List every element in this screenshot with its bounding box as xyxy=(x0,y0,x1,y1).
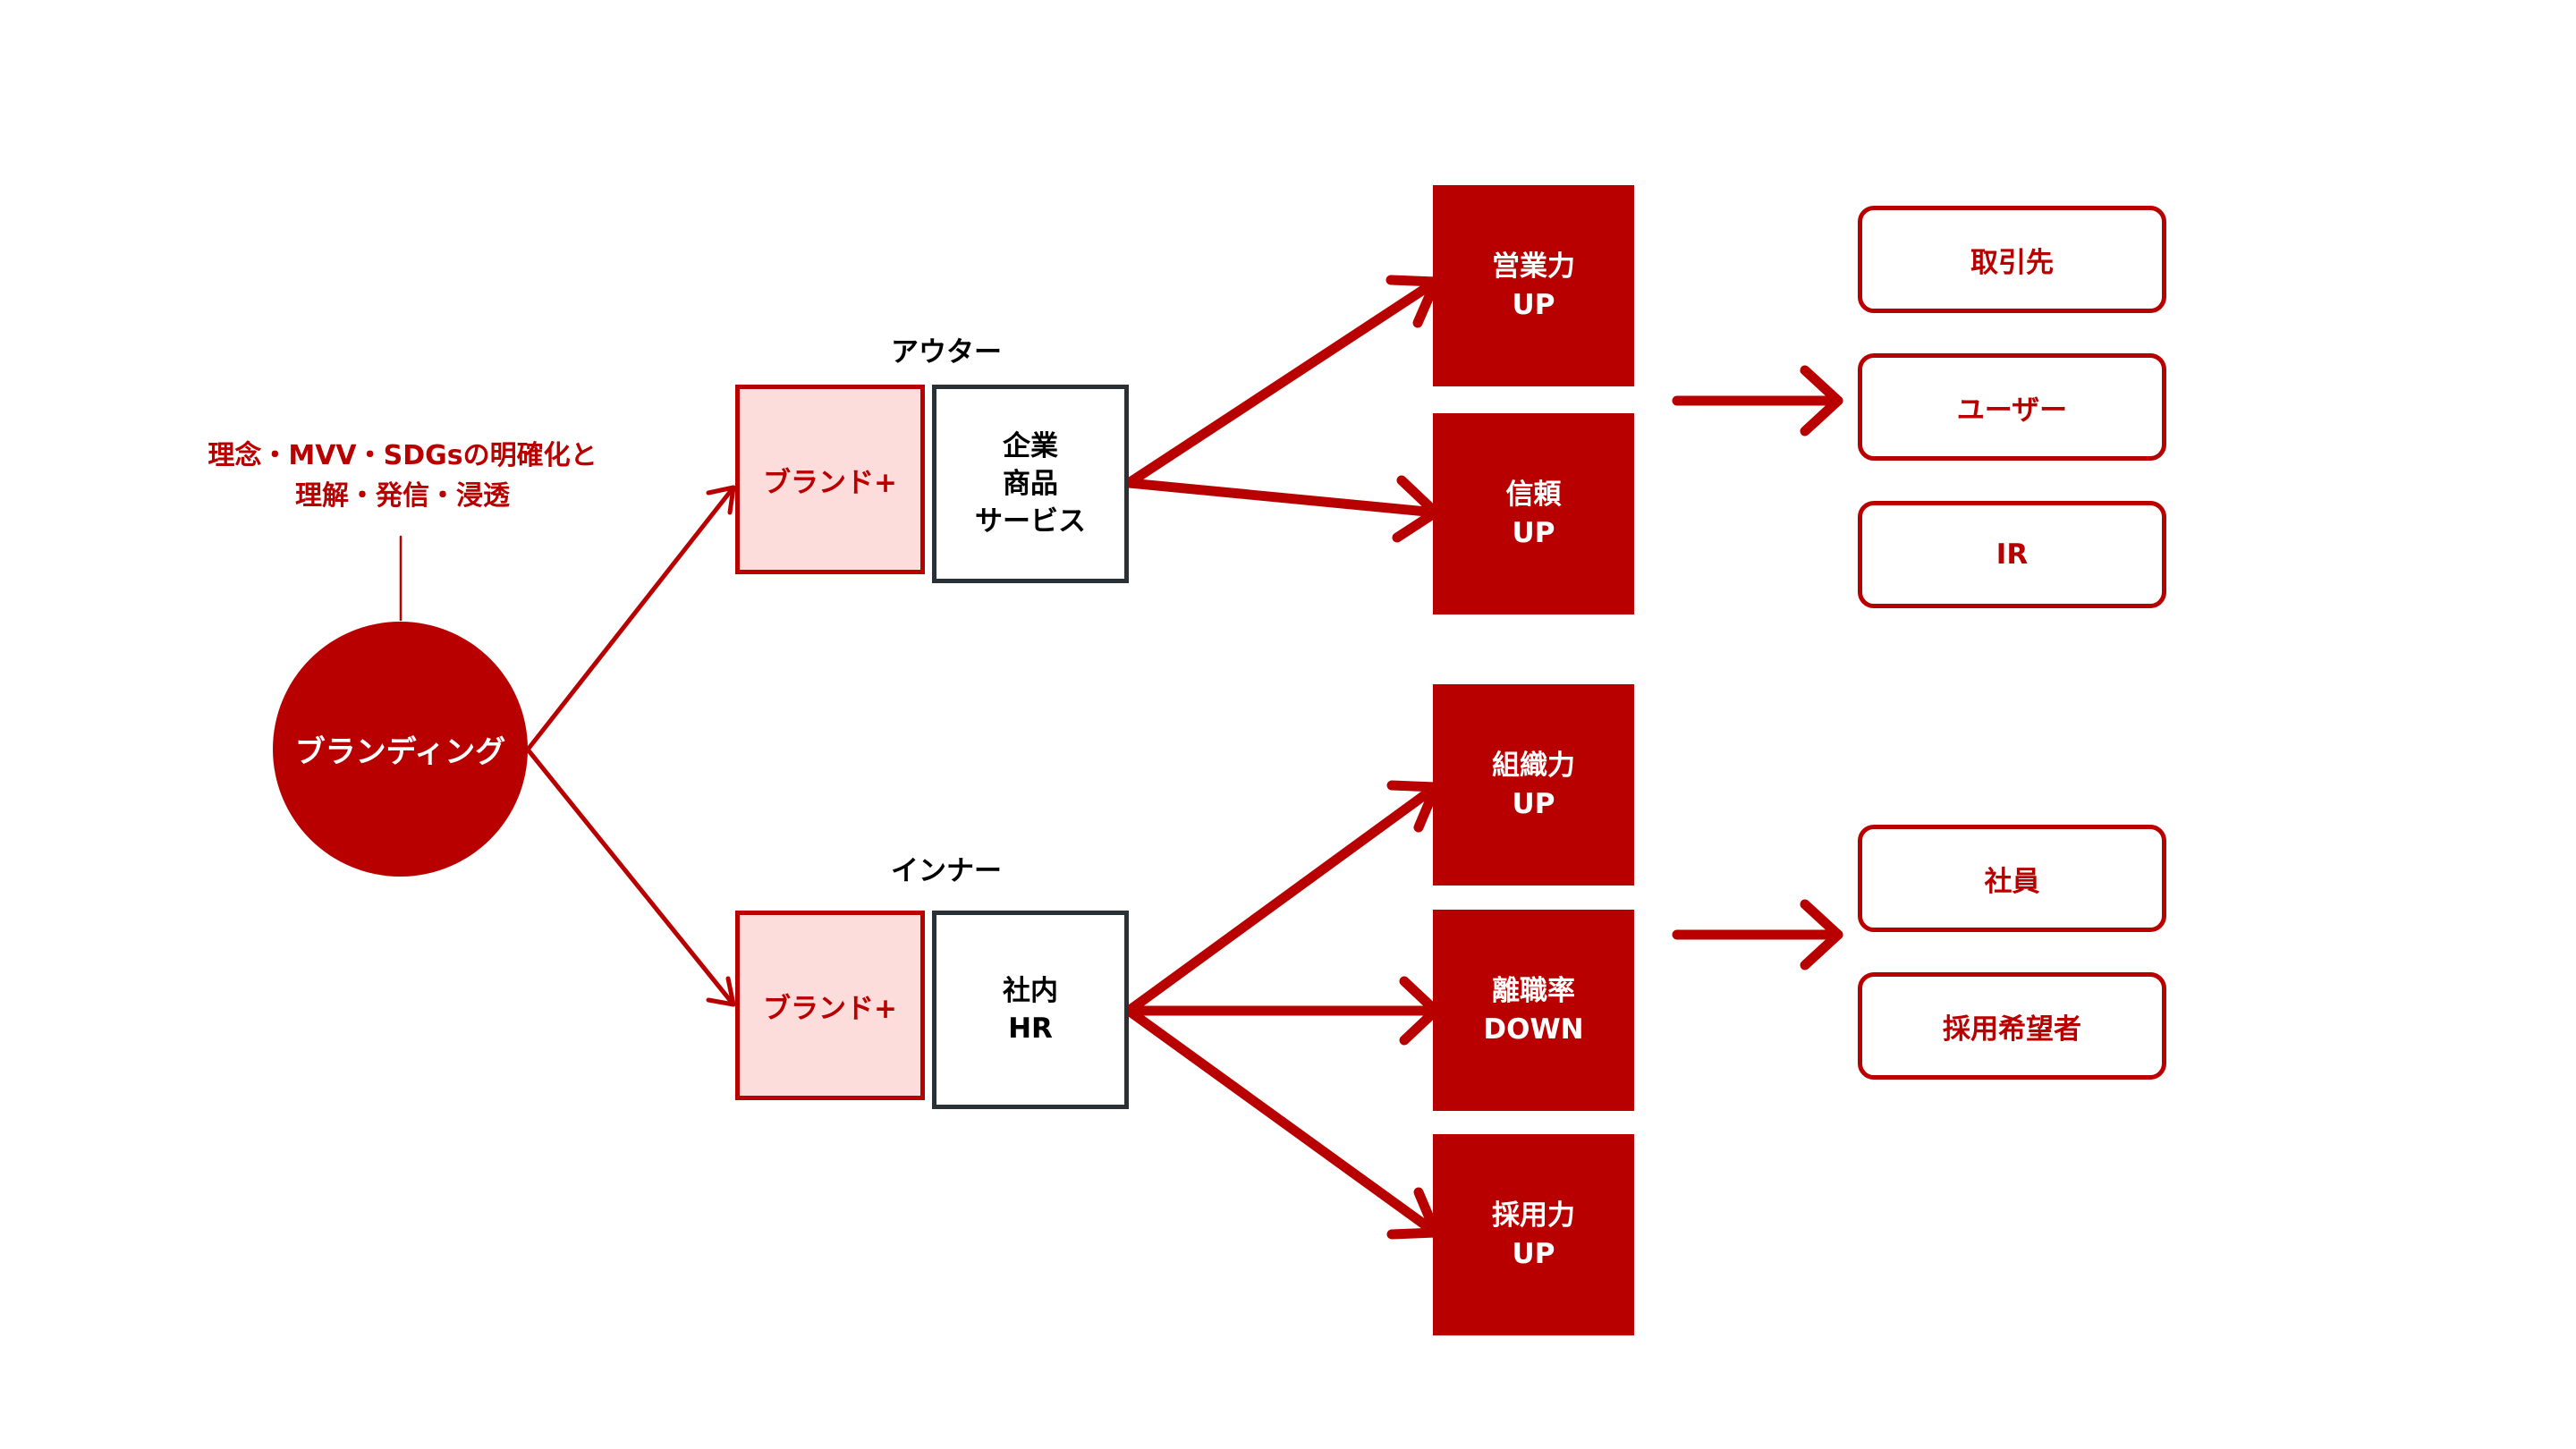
result-box-turnover: 離職率 DOWN xyxy=(1433,910,1634,1111)
inner-brand-box: ブランド+ xyxy=(735,911,925,1100)
arrow-inner-to-recruit xyxy=(1123,1005,1441,1238)
inner-section-label: インナー xyxy=(891,854,1002,887)
target-business-partners: 取引先 xyxy=(1858,206,2166,313)
arrowhead-outer-brand xyxy=(706,485,736,515)
arrowhead-inner-brand xyxy=(706,976,736,1007)
result-box-sales: 営業力 UP xyxy=(1433,185,1634,386)
arrow-circle-to-inner xyxy=(525,747,736,1007)
result-box-trust: 信頼 UP xyxy=(1433,413,1634,614)
target-ir: IR xyxy=(1858,501,2166,608)
outer-section-label: アウター xyxy=(891,335,1002,369)
arrow-circle-to-outer xyxy=(525,485,736,752)
result-box-recruitment: 採用力 UP xyxy=(1433,1134,1634,1335)
target-employees: 社員 xyxy=(1858,825,2166,932)
arrow-outer-to-trust xyxy=(1123,478,1441,518)
arrow-outer-to-sales xyxy=(1123,276,1441,488)
arrow-inner-to-org xyxy=(1123,782,1441,1016)
outer-brand-box: ブランド+ xyxy=(735,385,925,574)
inner-detail-box: 社内 HR xyxy=(932,911,1129,1109)
arrowhead-outer-targets xyxy=(1800,365,1843,436)
result-box-organization: 組織力 UP xyxy=(1433,684,1634,886)
branding-circle-label: ブランディング xyxy=(294,734,506,770)
top-note: 理念・MVV・SDGsの明確化と 理解・発信・浸透 xyxy=(208,440,597,512)
target-users: ユーザー xyxy=(1858,353,2166,461)
outer-detail-box: 企業 商品 サービス xyxy=(932,385,1129,583)
arrowhead-inner-targets xyxy=(1800,899,1843,970)
branding-circle: ブランディング xyxy=(273,622,528,877)
target-applicants: 採用希望者 xyxy=(1858,972,2166,1080)
